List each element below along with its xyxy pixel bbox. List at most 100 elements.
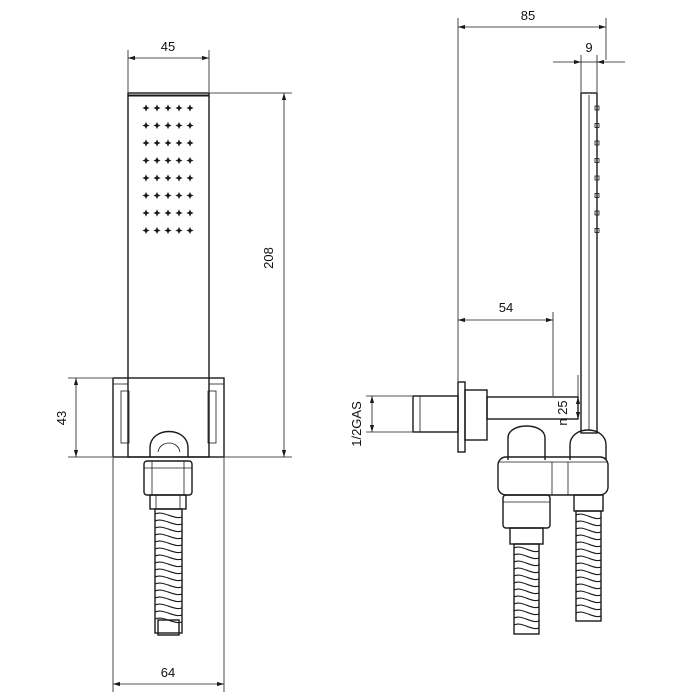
dim-label-45: 45 <box>161 39 175 54</box>
hose-coil <box>575 597 602 604</box>
hose-connector-dome <box>149 430 189 457</box>
dim-height: 208 <box>209 92 292 458</box>
hose-coil <box>154 554 183 561</box>
hose-coil <box>575 583 602 590</box>
nozzle-icon <box>164 209 172 217</box>
hose-coil <box>513 560 540 567</box>
nozzle-icon <box>142 139 150 147</box>
hose-coil <box>575 534 602 541</box>
nozzle-icon <box>164 121 172 130</box>
hose-coil <box>513 546 540 553</box>
flexible-hose <box>154 508 183 636</box>
left-hose <box>502 494 551 635</box>
nozzle-icon <box>186 209 194 217</box>
dim-total-depth: 85 <box>457 8 607 381</box>
hose-coil <box>575 611 602 618</box>
dim-label-9: 9 <box>585 40 592 55</box>
dim-label-85: 85 <box>521 8 535 23</box>
dim-arm-length: 54 <box>458 300 554 396</box>
nozzle-icon <box>142 174 150 182</box>
outlet-elbow <box>507 425 546 460</box>
dim-thread: 1/2GAS <box>349 395 412 447</box>
dim-label-n25: n 25 <box>555 400 570 425</box>
nozzle-icon <box>164 104 172 112</box>
hose-coil <box>154 603 183 610</box>
hose-coil <box>575 604 602 611</box>
hose-coil <box>154 575 183 582</box>
nozzle-icon <box>153 139 161 147</box>
hose-coil <box>513 616 540 623</box>
hose-coil <box>154 512 183 519</box>
nozzle-icon <box>153 121 161 130</box>
nozzle-icon <box>153 191 161 200</box>
nozzle-icon <box>175 191 183 200</box>
dim-bracket-height: 43 <box>54 377 112 458</box>
dim-label-half-gas: 1/2GAS <box>349 401 364 447</box>
threaded-inlet <box>412 395 459 433</box>
nozzle-icon <box>142 226 150 235</box>
nozzle-icon <box>164 139 172 147</box>
nozzle-icon <box>175 174 183 182</box>
hose-coil <box>513 623 540 630</box>
nozzle-icon <box>175 104 183 112</box>
side-nozzle-icon <box>594 140 600 146</box>
dim-width-top: 45 <box>127 39 210 92</box>
dim-base-width: 64 <box>112 458 225 692</box>
hose-coil <box>575 513 602 520</box>
hose-coil <box>154 582 183 589</box>
hose-coil <box>575 548 602 555</box>
nozzle-icon <box>186 174 194 182</box>
nozzle-icon <box>164 174 172 182</box>
hose-coil <box>154 568 183 575</box>
hose-nut <box>143 460 193 510</box>
nozzle-icon <box>164 191 172 200</box>
shower-head-body <box>127 92 210 458</box>
front-view: 45 208 43 64 <box>54 39 292 692</box>
dim-label-208: 208 <box>261 247 276 269</box>
hose-coil <box>575 527 602 534</box>
nozzle-icon <box>175 226 183 235</box>
dim-label-43: 43 <box>54 411 69 425</box>
dual-outlet-block <box>497 456 609 496</box>
nozzle-icon <box>175 139 183 147</box>
hose-coil <box>154 519 183 526</box>
wall-rosette <box>457 381 466 453</box>
hose-coil <box>154 540 183 547</box>
hose-coil <box>154 561 183 568</box>
hose-coil <box>575 576 602 583</box>
side-nozzle-icon <box>594 193 600 198</box>
nozzle-grid <box>142 104 194 235</box>
side-nozzle-icon <box>594 123 600 128</box>
wall-bracket <box>112 377 225 458</box>
side-nozzle-icon <box>594 175 600 181</box>
nozzle-icon <box>186 156 194 165</box>
nozzle-icon <box>186 121 194 130</box>
nozzle-icon <box>186 104 194 112</box>
hose-coil <box>154 547 183 554</box>
hose-coil <box>513 588 540 595</box>
side-nozzle-icon <box>594 228 600 233</box>
hose-coil <box>154 526 183 533</box>
hose-coil <box>513 602 540 609</box>
hose-coil <box>575 555 602 562</box>
nozzle-icon <box>142 156 150 165</box>
nozzle-icon <box>175 209 183 217</box>
nozzle-icon <box>175 156 183 165</box>
side-nozzle-icon <box>594 210 600 216</box>
nozzle-icon <box>186 191 194 200</box>
nozzle-icon <box>153 104 161 112</box>
hose-coil <box>575 520 602 527</box>
side-view: 85 9 54 n 25 1/2GAS <box>349 8 625 635</box>
hose-coil <box>513 553 540 560</box>
dim-label-54: 54 <box>499 300 513 315</box>
right-hose <box>573 494 604 622</box>
side-nozzle-icon <box>594 105 600 111</box>
hose-coil <box>154 610 183 617</box>
nozzle-icon <box>153 174 161 182</box>
nozzle-icon <box>153 156 161 165</box>
nozzle-icon <box>142 191 150 200</box>
hose-coil <box>154 596 183 603</box>
hose-coil <box>575 541 602 548</box>
nozzle-icon <box>153 226 161 235</box>
nozzle-icon <box>164 226 172 235</box>
